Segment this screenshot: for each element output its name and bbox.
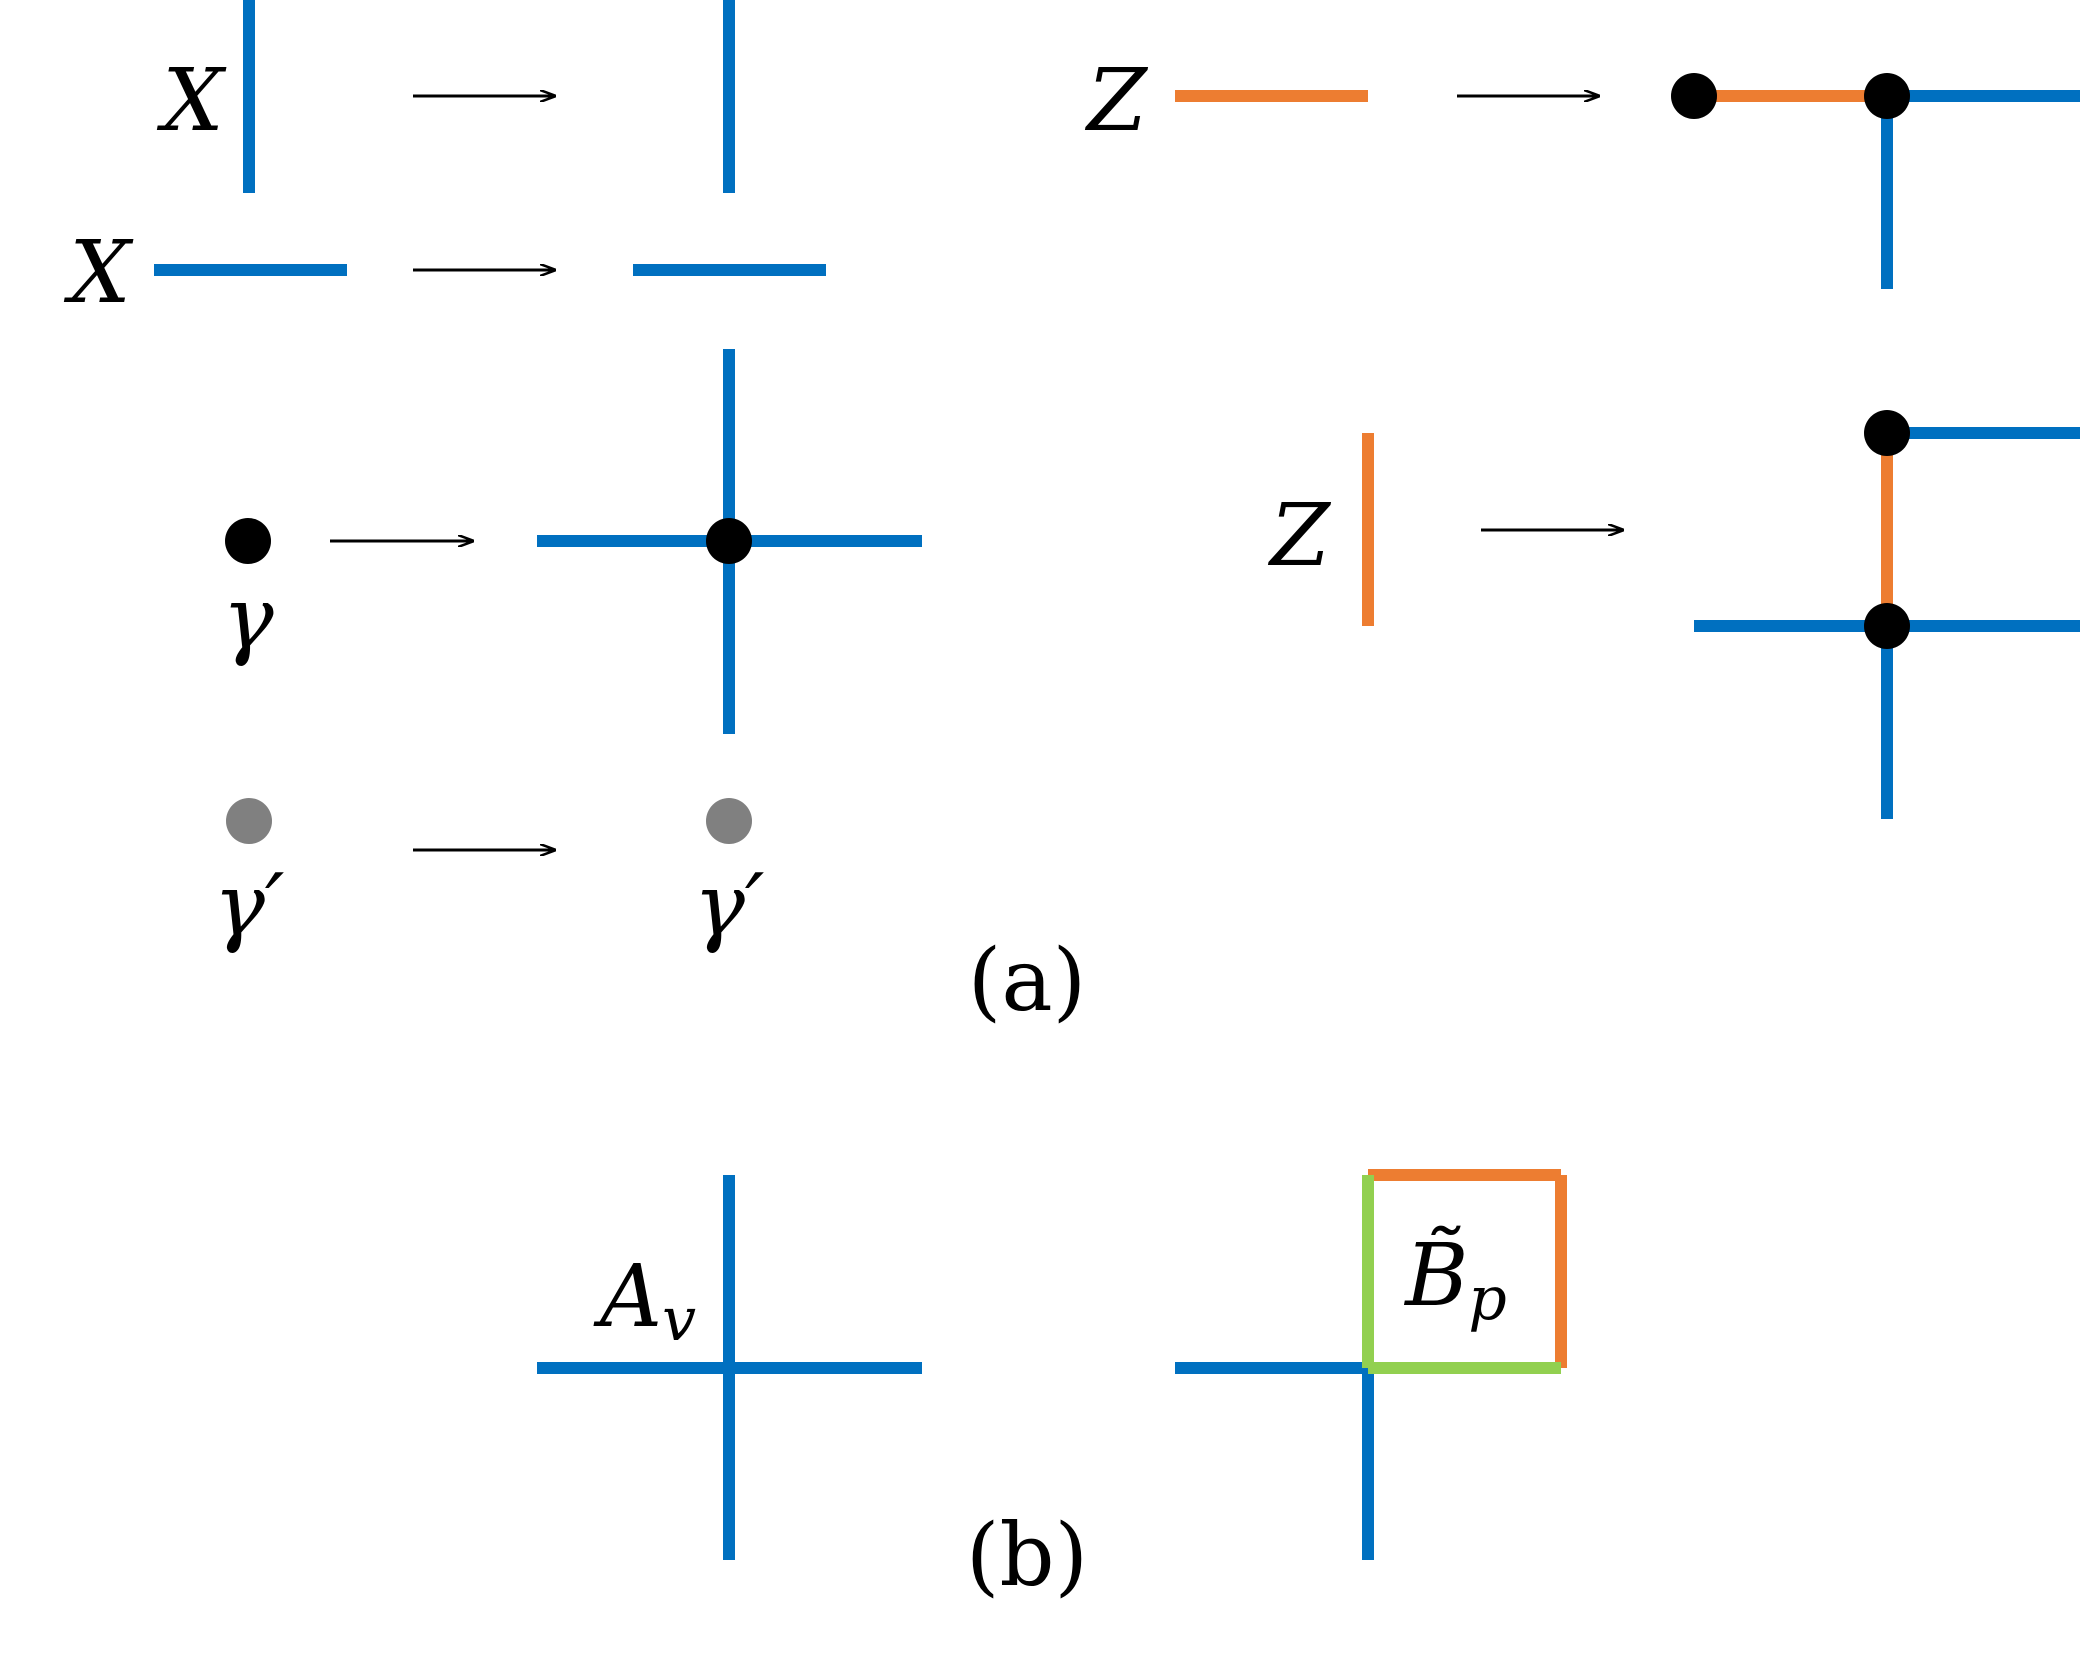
z-horizontal-result-left-dot bbox=[1671, 73, 1717, 119]
gamma-label: γ bbox=[222, 569, 274, 669]
z-vertical-result-bottom-dot bbox=[1864, 603, 1910, 649]
a-v-label: Av bbox=[593, 1247, 696, 1355]
gamma-prime-right-label: γ′ bbox=[694, 856, 765, 956]
x-vertical-label: X bbox=[156, 51, 227, 151]
x-horizontal-label: X bbox=[63, 223, 134, 323]
gamma-prime-dot bbox=[226, 798, 272, 844]
gamma-prime-left-label: γ′ bbox=[214, 856, 285, 956]
z-vertical-result-top-dot bbox=[1864, 410, 1910, 456]
b-p-main: B̃ bbox=[1403, 1225, 1468, 1326]
a-v-main: A bbox=[593, 1247, 662, 1347]
b-p-label: B̃p bbox=[1403, 1225, 1507, 1334]
b-p-subscript: p bbox=[1468, 1264, 1506, 1334]
gamma-prime-result-dot bbox=[706, 798, 752, 844]
gamma-vertex-dot bbox=[225, 518, 271, 564]
z-horizontal-result-right-dot bbox=[1864, 73, 1910, 119]
panel-a-label: (a) bbox=[968, 931, 1086, 1031]
a-v-subscript: v bbox=[662, 1285, 696, 1355]
panel-b-label: (b) bbox=[966, 1506, 1088, 1606]
z-vertical-label: Z bbox=[1267, 486, 1331, 586]
gamma-result-vertex-dot bbox=[706, 518, 752, 564]
z-horizontal-label: Z bbox=[1084, 51, 1148, 151]
